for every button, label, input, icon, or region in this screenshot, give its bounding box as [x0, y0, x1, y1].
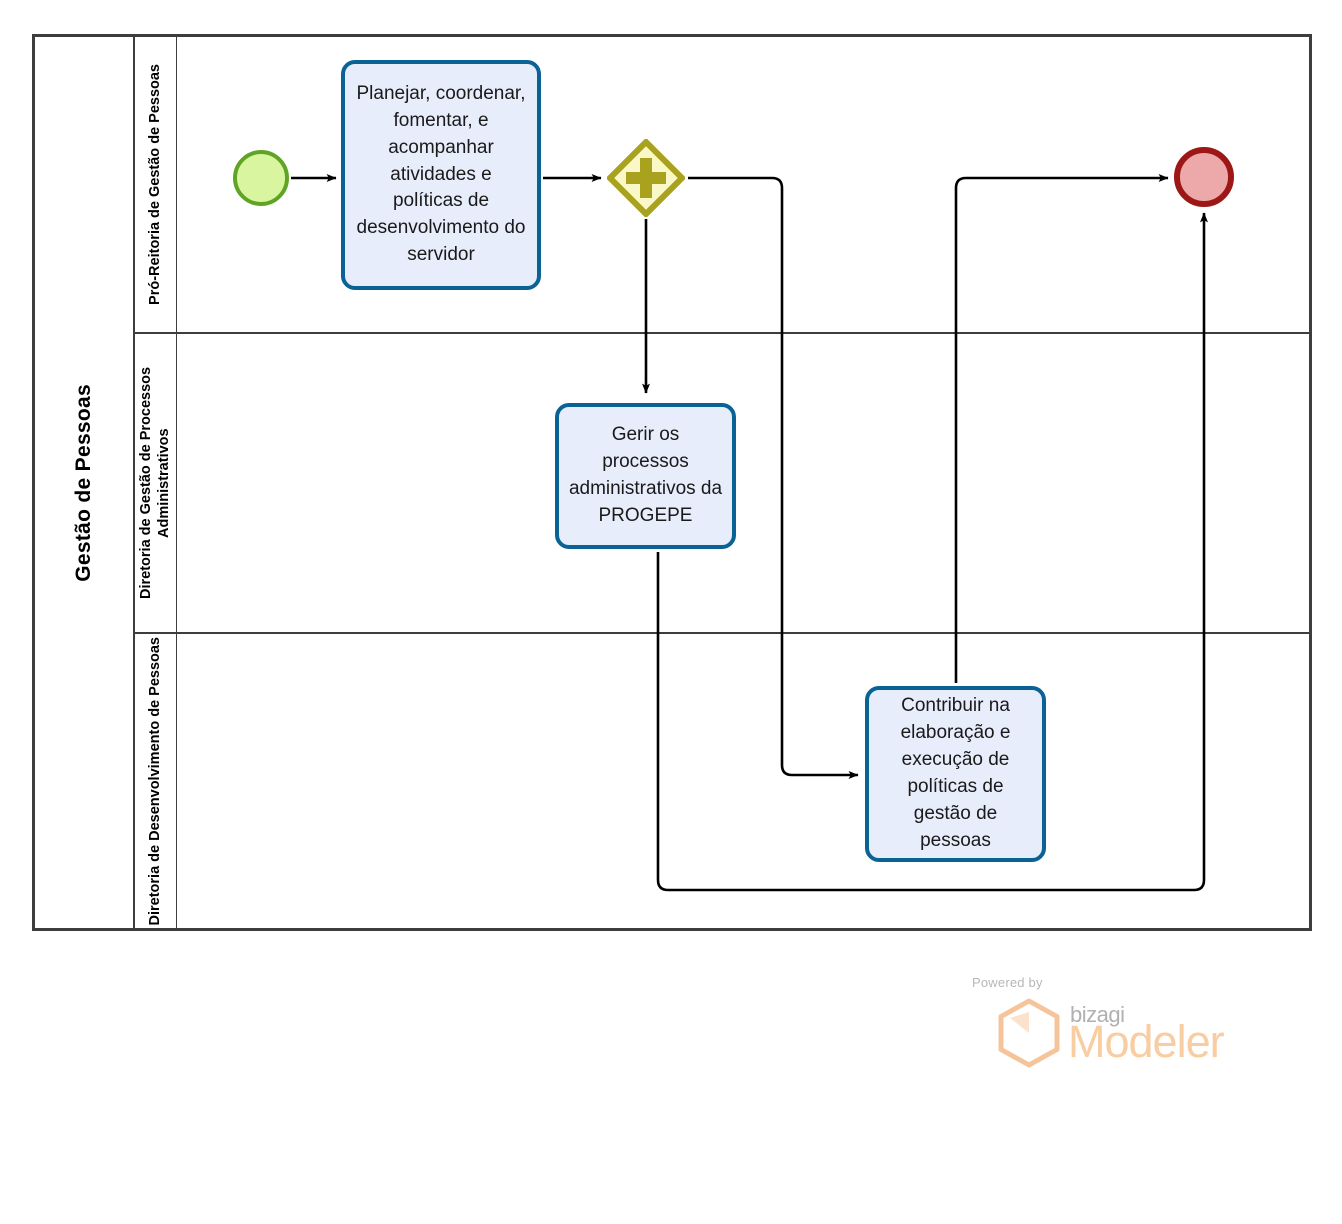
modeler-product-label: Modeler	[1068, 1016, 1225, 1067]
task-label: Planejar, coordenar, fomentar, e acompan…	[356, 82, 526, 266]
lane-title: Diretoria de Gestão de Processos Adminis…	[135, 334, 177, 632]
pool-title: Gestão de Pessoas	[35, 37, 135, 928]
lane-title: Pró-Reitoria de Gestão de Pessoas	[135, 37, 177, 332]
flow-contribuir-to-end	[954, 174, 1169, 683]
flow-gerir-to-end	[656, 212, 1208, 892]
lane-diretoria-de-gestao-de-processos-administrativos[interactable]: Diretoria de Gestão de Processos Adminis…	[135, 334, 1312, 634]
bizagi-brand-label: bizagi	[1070, 1002, 1125, 1027]
start-event[interactable]	[233, 150, 289, 206]
task-label: Gerir os processos administrativos da PR…	[568, 424, 723, 526]
task-planejar-coordenar-fomentar-acompanhar[interactable]: Planejar, coordenar, fomentar, e acompan…	[341, 60, 541, 290]
lane-diretoria-de-desenvolvimento-de-pessoas[interactable]: Diretoria de Desenvolvimento de Pessoas	[135, 634, 1312, 928]
flow-gateway-to-contribuir	[688, 176, 859, 779]
lane-pro-reitoria-de-gestao-de-pessoas[interactable]: Pró-Reitoria de Gestão de Pessoas	[135, 37, 1312, 334]
task-gerir-processos-administrativos[interactable]: Gerir os processos administrativos da PR…	[555, 403, 736, 549]
end-event[interactable]	[1174, 147, 1234, 207]
powered-by-label: Powered by	[972, 975, 1043, 990]
lane-title: Diretoria de Desenvolvimento de Pessoas	[135, 634, 177, 928]
plus-icon	[626, 158, 666, 198]
parallel-gateway[interactable]	[607, 139, 685, 217]
task-label: Contribuir na elaboração e execução de p…	[900, 695, 1011, 851]
bizagi-watermark: Powered by bizagi Modeler	[968, 975, 1248, 1075]
bizagi-hexagon-logo	[996, 998, 1062, 1073]
task-contribuir-elaboracao-execucao-politicas[interactable]: Contribuir na elaboração e execução de p…	[865, 686, 1046, 862]
